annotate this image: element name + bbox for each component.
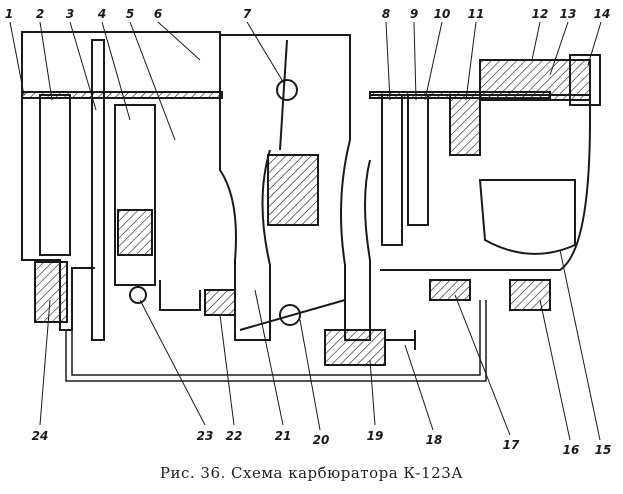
- main-jet-17: [429, 279, 471, 301]
- throttle-plate: [239, 299, 346, 331]
- air-damper-7: [276, 79, 298, 101]
- fuel-inlet-12: [479, 59, 591, 101]
- economizer-piston: [114, 104, 156, 286]
- label-6: 6: [153, 7, 163, 21]
- label-4: 4: [97, 7, 107, 21]
- figure-caption: Рис. 36. Схема карбюратора К-123А: [159, 464, 464, 482]
- label-2: 2: [35, 7, 45, 21]
- label-12: 12: [531, 7, 549, 21]
- label-19: 19: [366, 429, 384, 443]
- label-7: 7: [242, 7, 252, 21]
- label-3: 3: [65, 7, 75, 21]
- ball-valve-23: [129, 286, 147, 304]
- label-21: 21: [274, 429, 292, 443]
- mixing-chamber-right: [340, 139, 371, 341]
- needle-valve-11: [449, 94, 481, 156]
- fuel-channel: [71, 300, 481, 376]
- label-20: 20: [312, 433, 330, 447]
- pump-rod: [91, 39, 105, 341]
- label-14: 14: [593, 7, 611, 21]
- plug-16: [509, 279, 551, 311]
- label-9: 9: [409, 7, 419, 21]
- accelerator-pump-well: [39, 94, 71, 256]
- label-18: 18: [425, 433, 443, 447]
- label-8: 8: [381, 7, 391, 21]
- idle-jet-22: [204, 289, 236, 316]
- label-10: 10: [433, 7, 451, 21]
- piston-body: [117, 209, 153, 256]
- check-valve-24: [34, 261, 68, 323]
- label-22: 22: [225, 429, 243, 443]
- label-16: 16: [562, 443, 580, 457]
- label-1: 1: [4, 7, 14, 21]
- diffuser: [267, 154, 319, 226]
- label-15: 15: [594, 443, 612, 457]
- filter-nut-14: [569, 54, 601, 106]
- body-left-wall: [21, 92, 95, 331]
- throttle-valve-20: [279, 304, 301, 326]
- idle-screw-18: [385, 330, 416, 350]
- label-17: 17: [502, 438, 520, 452]
- jet-tube-8: [381, 94, 403, 246]
- air-damper-plate: [279, 39, 288, 151]
- float-chamber-right: [370, 94, 591, 271]
- air-intake-neck: [220, 34, 351, 140]
- jet-tube-9: [407, 94, 429, 226]
- label-24: 24: [31, 429, 49, 443]
- label-5: 5: [125, 7, 135, 21]
- label-23: 23: [196, 429, 214, 443]
- leader-lines: [9, 21, 602, 441]
- idle-screw-body-19: [324, 329, 386, 366]
- float-chamber-cover: [21, 31, 221, 95]
- float-15: [478, 179, 576, 255]
- mixing-chamber-left: [219, 95, 271, 341]
- label-13: 13: [559, 7, 577, 21]
- label-11: 11: [467, 7, 485, 21]
